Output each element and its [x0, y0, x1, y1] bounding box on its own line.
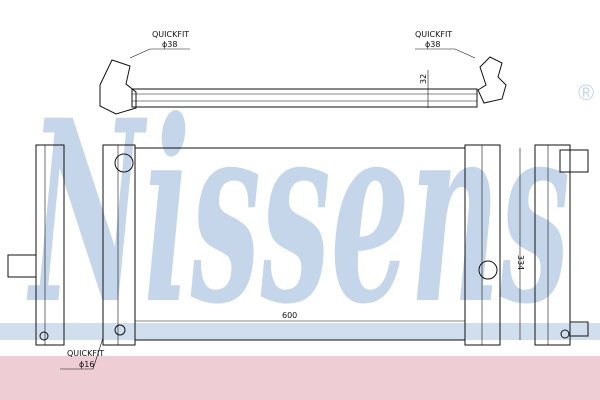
height-dimension: 334 — [516, 255, 525, 270]
blue-band — [0, 323, 600, 340]
quickfit-bottom-label: QUICKFIT — [67, 349, 104, 358]
left-side-view — [7, 144, 65, 346]
top-view: 32 QUICKFIT ϕ38 QUICKFIT ϕ38 — [99, 30, 507, 115]
watermark-text: Nissens — [27, 65, 570, 359]
quickfit-top-left-size: ϕ38 — [162, 40, 177, 49]
front-view: 600 334 QUICKFIT ϕ16 — [60, 144, 525, 370]
thickness-dimension: 32 — [419, 74, 428, 84]
quickfit-bottom-size: ϕ16 — [79, 360, 94, 369]
pink-band — [0, 356, 600, 400]
quickfit-top-left-label: QUICKFIT — [152, 30, 189, 39]
quickfit-top-right-label: QUICKFIT — [415, 30, 452, 39]
nissens-watermark: Nissens ® — [27, 65, 595, 359]
width-dimension: 600 — [282, 311, 297, 320]
right-side-view — [534, 144, 589, 346]
quickfit-top-right-size: ϕ38 — [425, 40, 440, 49]
registered-mark: ® — [578, 80, 594, 105]
